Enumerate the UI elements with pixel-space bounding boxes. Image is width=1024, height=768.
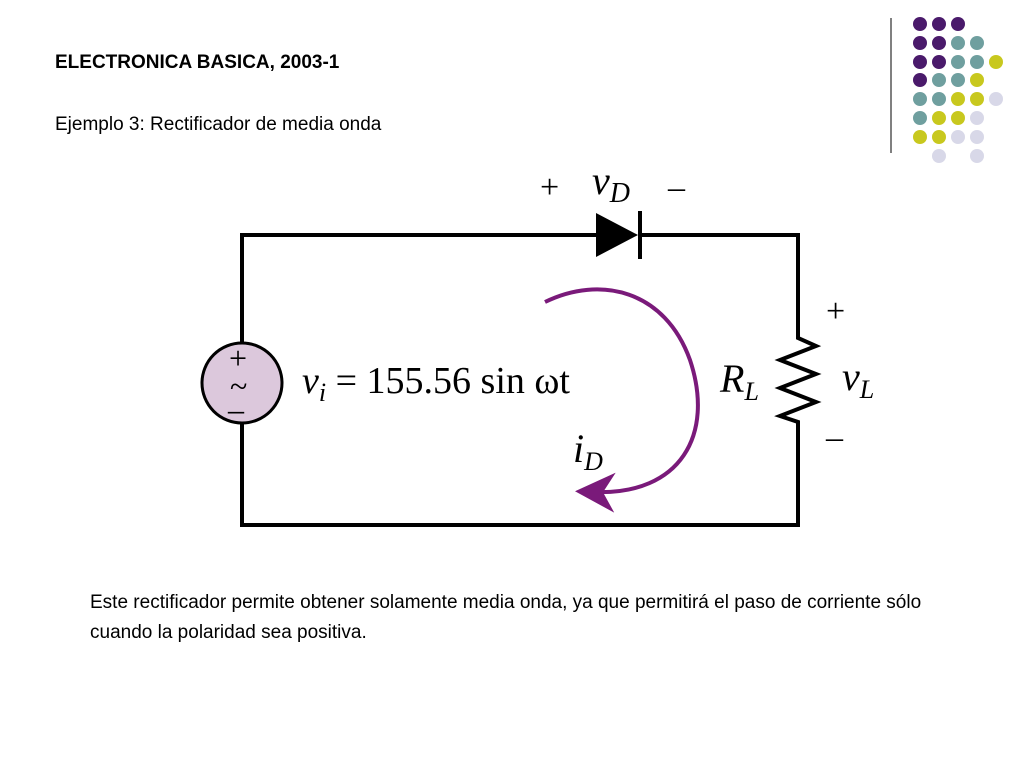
load-plus-sign: + bbox=[826, 293, 845, 330]
ac-source-symbol bbox=[200, 341, 284, 425]
slide-subtitle: Ejemplo 3: Rectificador de media onda bbox=[55, 114, 382, 135]
load-voltage-label: vL bbox=[842, 354, 874, 404]
resistor-symbol bbox=[774, 332, 822, 428]
decorative-divider bbox=[890, 18, 892, 153]
diode-symbol bbox=[596, 211, 642, 259]
source-plus-sign: + bbox=[229, 340, 247, 376]
slide-title: ELECTRONICA BASICA, 2003-1 bbox=[55, 52, 340, 73]
source-minus-sign: – bbox=[227, 391, 245, 427]
source-voltage-equation: vi = 155.56 sin ωt bbox=[302, 360, 570, 407]
load-minus-sign: – bbox=[825, 419, 844, 456]
circuit-diagram: + vD – + ~ – vi = 155.56 sin ωt RL + vL … bbox=[200, 158, 874, 527]
diode-plus-sign: + bbox=[540, 169, 559, 206]
current-arrow bbox=[544, 287, 700, 513]
decorative-dot-grid bbox=[913, 17, 1003, 163]
circuit-wires bbox=[240, 233, 800, 527]
source-tilde-sign: ~ bbox=[230, 368, 247, 404]
resistor-label: RL bbox=[719, 356, 759, 406]
slide-body-text: Este rectificador permite obtener solame… bbox=[90, 592, 922, 643]
current-label: iD bbox=[573, 426, 603, 476]
diode-minus-sign: – bbox=[667, 169, 686, 206]
diode-voltage-label: vD bbox=[592, 158, 630, 209]
